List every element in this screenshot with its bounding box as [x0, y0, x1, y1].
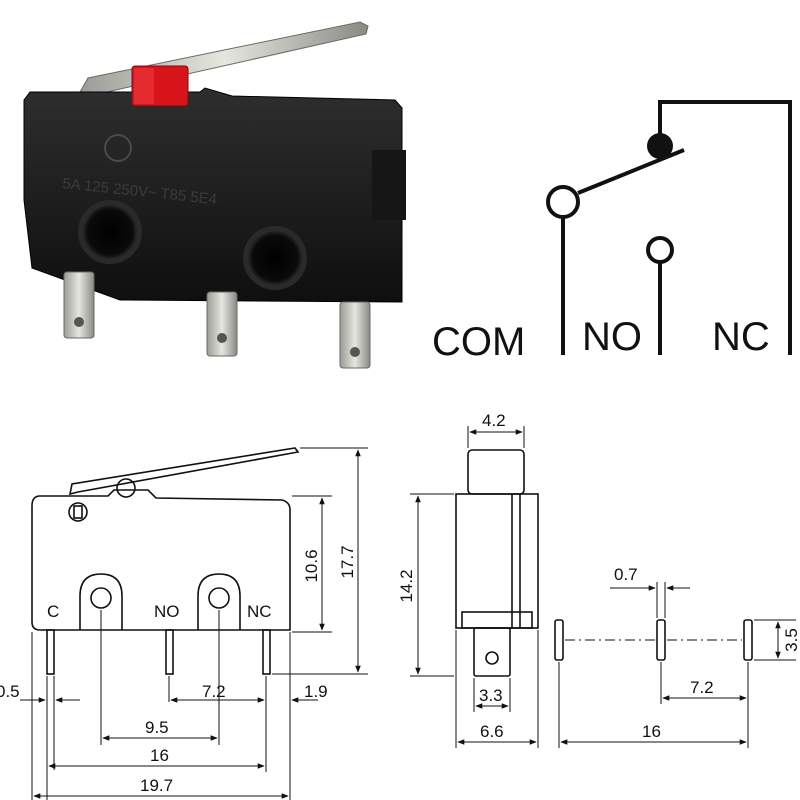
- photo-terminals: [63, 271, 371, 369]
- dim-plunger: 4.2: [482, 411, 506, 430]
- mounting-hole-left: [78, 200, 142, 264]
- dim-pad-width: 0.7: [614, 565, 638, 584]
- footprint-dimensions: [558, 582, 796, 748]
- no-contact-circle: [646, 236, 674, 264]
- schematic-label-com: COM: [432, 320, 525, 364]
- dim-pad-height: 3.5: [782, 628, 800, 652]
- dim-side-height: 14.2: [397, 569, 416, 602]
- dim-body-height: 10.6: [302, 549, 321, 582]
- nc-contact-dot: [647, 133, 673, 159]
- dim-pin-width: 0.5: [0, 682, 20, 701]
- switch-schematic: [561, 100, 792, 355]
- side-view-dimensions: [410, 426, 539, 748]
- front-pin-label-no: NO: [154, 602, 180, 621]
- pcb-footprint: [554, 619, 753, 661]
- front-view-drawing: [31, 447, 300, 675]
- dim-side-width: 6.6: [480, 722, 504, 741]
- switch-photo: 5A 125 250V~ T85 5E4: [23, 21, 406, 369]
- front-pin-label-nc: NC: [247, 602, 272, 621]
- lever-arm: [79, 21, 369, 95]
- dim-nc-edge: 1.9: [304, 682, 328, 701]
- mounting-hole-right: [243, 226, 307, 290]
- footprint-pad-c: [554, 619, 564, 661]
- dim-terminal: 3.3: [479, 686, 503, 705]
- front-pin-label-c: C: [47, 602, 59, 621]
- brand-logo-icon: [104, 134, 132, 162]
- front-view-dimensions: [20, 447, 368, 800]
- schematic-label-nc: NC: [712, 315, 770, 359]
- dim-total-height: 17.7: [338, 545, 357, 578]
- footprint-pad-no: [656, 619, 666, 661]
- dim-c-to-nc: 16: [150, 746, 169, 765]
- dim-pitch-no-nc: 7.2: [202, 682, 226, 701]
- dim-total-length: 19.7: [140, 776, 173, 795]
- dim-footprint-span: 16: [642, 722, 661, 741]
- dim-hole-spacing: 9.5: [145, 718, 169, 737]
- side-view-drawing: [455, 449, 539, 677]
- footprint-pad-nc: [743, 619, 753, 661]
- schematic-label-no: NO: [582, 315, 642, 359]
- dim-footprint-pitch: 7.2: [690, 678, 714, 697]
- com-contact-circle: [546, 185, 580, 219]
